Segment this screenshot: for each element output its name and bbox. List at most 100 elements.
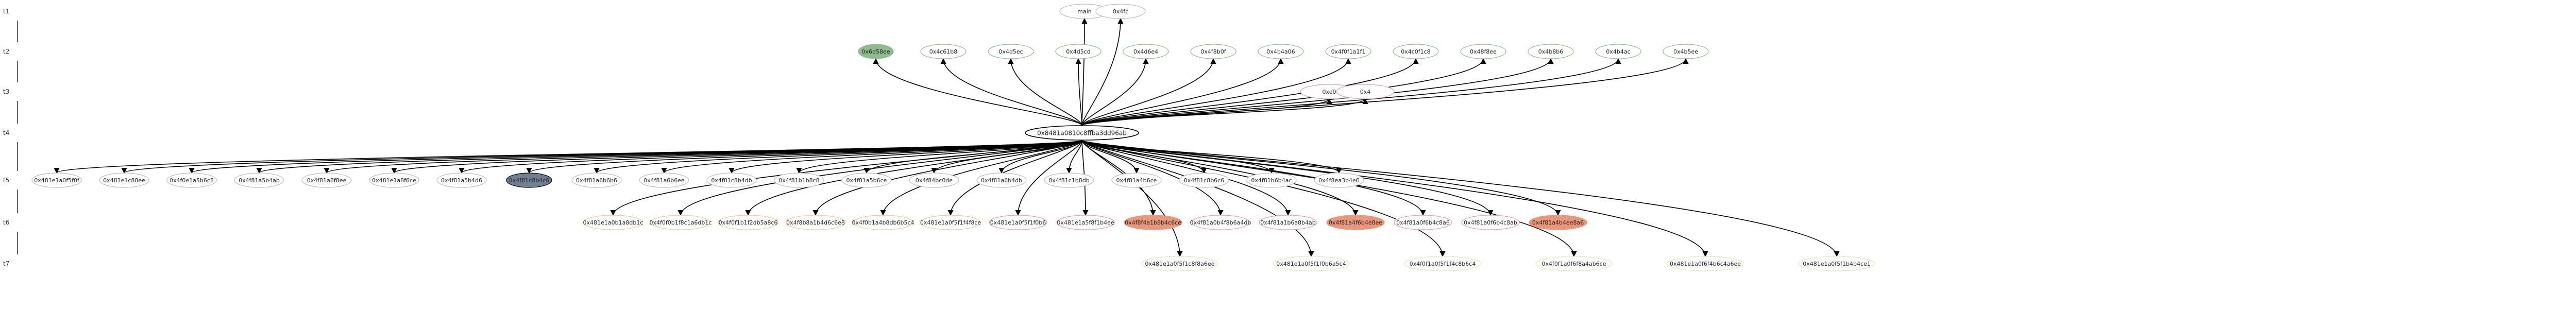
graph-node[interactable]: 0x4f84bc0de [909, 172, 959, 188]
graph-node[interactable]: 0x4c0f1c8 [1393, 44, 1439, 59]
edge-arrow [1081, 58, 1689, 126]
graph-node[interactable]: 0x4f81a0b4f8b6a4db [1190, 215, 1251, 230]
graph-node[interactable]: 0x4f81a4f6b4e8ee [1326, 215, 1385, 230]
graph-node[interactable]: 0x481e1a0f6f4b6c4a6ee [1667, 256, 1744, 271]
graph-node[interactable]: 0x4f81a0f6b4c8ab [1461, 215, 1520, 230]
graph-node[interactable]: 0x4f8b0f [1190, 44, 1236, 59]
graph-node[interactable]: 0x4f81c1b8db [1044, 172, 1094, 188]
node-label: 0x4f81a5b6ce [846, 177, 887, 184]
graph-node[interactable]: 0x4f81a5b4d6 [436, 172, 487, 188]
node-label: 0x4b4ac [1606, 48, 1630, 55]
node-ellipse [920, 44, 967, 59]
node-ellipse [976, 172, 1027, 188]
graph-node[interactable]: 0x481e1a0f5f1f0b6 [989, 215, 1047, 230]
graph-node[interactable]: 0x48f8ee [1460, 44, 1506, 59]
graph-node[interactable]: 0x481e1a0f5f1f0b6a5c4 [1273, 256, 1350, 271]
node-ellipse [858, 44, 894, 59]
graph-node[interactable]: 0x4f81b6b4ac [1246, 172, 1297, 188]
node-label: 0x4f8ea3b4e6 [1318, 177, 1360, 184]
graph-node[interactable]: 0x4c61b8 [920, 44, 967, 59]
node-label: 0x4d6e4 [1133, 48, 1158, 55]
graph-node[interactable]: 0x4fc [1095, 4, 1146, 19]
graph-node[interactable]: 0x4f8f4a1b8b4c6ce [1124, 215, 1182, 230]
edge-arrow [677, 140, 1082, 216]
graph-node[interactable]: 0x481e1a0f5f1f4f8ce [920, 215, 981, 230]
graph-node[interactable]: 0x4f0f1a0f6f8a4ab6ce [1535, 256, 1613, 271]
graph-node[interactable]: 0x4f81a4b6ce [1111, 172, 1162, 188]
graph-node[interactable]: 0x4f81c8b6c6 [1179, 172, 1229, 188]
edge-arrow [1008, 58, 1082, 126]
node-ellipse [1798, 256, 1875, 271]
node-ellipse [1314, 172, 1364, 188]
graph-node[interactable]: 0x4f81c8b4db [706, 172, 757, 188]
node-ellipse [1056, 215, 1115, 230]
node-label: 0x4f81a0f6b4c8ab [1464, 219, 1517, 226]
graph-node[interactable]: 0x4f0f1a0f5f1f4c8b6c4 [1404, 256, 1481, 271]
node-label: 0x6d58ee [861, 48, 890, 55]
graph-node[interactable]: 0x4f81a6b6ee [639, 172, 689, 188]
graph-node[interactable]: 0x4f8ea3b4e6 [1314, 172, 1364, 188]
graph-node[interactable]: 0x4f81a5b6ce [841, 172, 892, 188]
edge-arrow [1081, 58, 1486, 126]
node-ellipse [1259, 215, 1317, 230]
graph-node[interactable]: 0x4b5ee [1663, 44, 1709, 59]
node-label: 0xe0 [1323, 89, 1336, 95]
node-ellipse [1123, 44, 1169, 59]
node-ellipse [1529, 215, 1587, 230]
graph-node[interactable]: 0x4f81a6b4db [976, 172, 1027, 188]
edge-arrow [1081, 58, 1149, 126]
edge-arrow [1081, 18, 1124, 126]
graph-node[interactable]: 0x4f81c8b4c6 [506, 172, 552, 188]
node-ellipse [166, 172, 217, 188]
graph-node[interactable]: 0x4d5ec [988, 44, 1034, 59]
graph-node[interactable]: 0x4f8b8a1b4d6c6e8 [785, 215, 846, 230]
graph-node[interactable]: 0x4f81a5b4ab [234, 172, 284, 188]
graph-node[interactable]: 0x4f81a1b6a8b4ab [1259, 215, 1317, 230]
graph-node[interactable]: 0x481e1a0b1a8db1c [583, 215, 643, 230]
rank-label: t3 [3, 88, 9, 95]
node-label: 0x4f81c8b4db [711, 177, 752, 184]
graph-node[interactable]: 0x6d58ee [858, 44, 894, 59]
node-ellipse [1326, 215, 1385, 230]
graph-node[interactable]: 0x481e1c88ee [99, 172, 149, 188]
node-label: 0x481e1c88ee [103, 177, 145, 184]
node-ellipse [1044, 172, 1094, 188]
graph-node[interactable]: 0x4f0e1a5b6c8 [166, 172, 217, 188]
node-ellipse [1111, 172, 1162, 188]
node-ellipse [1394, 215, 1452, 230]
rank-label: t1 [3, 8, 9, 15]
graph-node[interactable]: 0x481e1a0f5f0f [31, 172, 82, 188]
graph-node[interactable]: 0x4f0f1a1f1 [1325, 44, 1371, 59]
graph-node[interactable]: 0x481e1a0f5f1c8f8a6ee [1141, 256, 1218, 271]
graph-node[interactable]: 0x481e1a8f6ce [369, 172, 419, 188]
node-label: 0x4f0f0b1f8c1a6db1c [650, 219, 712, 226]
node-label: 0x4f8f4a1b8b4c6ce [1125, 219, 1181, 226]
node-label: 0x4f81a8f8ee [307, 177, 347, 184]
graph-node[interactable]: 0x4b4a06 [1258, 44, 1304, 59]
node-label: 0x4f81a0b4f8b6a4db [1190, 219, 1251, 226]
graph-node[interactable]: 0x4f81a6b6b6 [571, 172, 622, 188]
node-label: 0x4f0b1a4b8db6b5c4 [852, 219, 914, 226]
node-label: 0x4f81a6b4db [981, 177, 1022, 184]
graph-node[interactable]: 0x4d5cd [1055, 44, 1101, 59]
node-ellipse [1191, 215, 1250, 230]
graph-node[interactable]: 0x4f81a0f6b4c8a6 [1394, 215, 1452, 230]
graph-node[interactable]: 0x4b4ac [1595, 44, 1641, 59]
graph-node[interactable]: 0x481e1a0f5f1b4b4ce1 [1798, 256, 1875, 271]
graph-node[interactable]: 0x4f0f1b1f2db5a8c6 [718, 215, 778, 230]
graph-node[interactable]: 0x4f81a8f8ee [301, 172, 352, 188]
graph-node[interactable]: 0x4f81b1b8c8 [774, 172, 824, 188]
node-ellipse [234, 172, 284, 188]
graph-node[interactable]: 0x4d6e4 [1123, 44, 1169, 59]
graph-node[interactable]: 0x481e1a5f8f1b4ee [1056, 215, 1115, 230]
graph-node[interactable]: 0x4f81a4b4ee8a6 [1529, 215, 1587, 230]
hub-node[interactable]: 0x8481a0810c8ffba3dd96ab [1025, 125, 1139, 141]
node-label: 0x4f81a4b4ee8a6 [1532, 219, 1584, 226]
graph-node[interactable]: 0x4f0f0b1f8c1a6db1c [650, 215, 712, 230]
graph-node[interactable]: 0x4f0b1a4b8db6b5c4 [852, 215, 914, 230]
node-label: main [1077, 8, 1092, 15]
graph-node[interactable]: 0x4 [1336, 84, 1395, 99]
graph-node[interactable]: 0x4b8b6 [1528, 44, 1574, 59]
node-ellipse [1535, 256, 1613, 271]
